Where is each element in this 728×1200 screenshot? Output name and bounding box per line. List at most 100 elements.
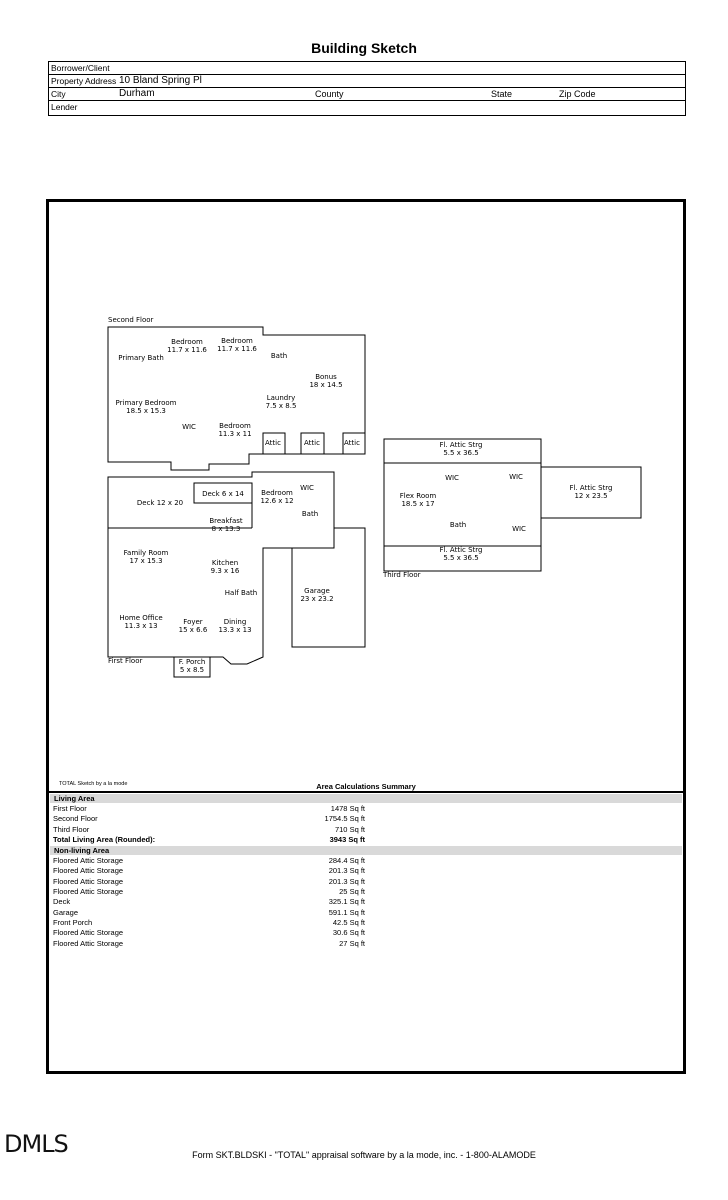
room-dimensions: 18.5 x 15.3 (126, 407, 166, 415)
form-footer: Form SKT.BLDSKI - "TOTAL" appraisal soft… (192, 1150, 536, 1160)
room-name: Attic (265, 439, 281, 447)
area-summary-title: Area Calculations Summary (316, 782, 416, 791)
area-value: 710 Sq ft (334, 824, 365, 834)
second-floor-label: Second Floor (108, 316, 154, 324)
room-name: Breakfast (209, 517, 243, 525)
room-dimensions: 18.5 x 17 (401, 500, 434, 508)
area-label: Garage (53, 907, 79, 917)
room-name: Bedroom (171, 338, 203, 346)
area-value: 1754.5 Sq ft (324, 814, 365, 824)
room-dimensions: 11.3 x 13 (124, 622, 157, 630)
room-name: Home Office (119, 614, 162, 622)
city-row: City Durham County State Zip Code (49, 88, 685, 101)
attic-right-box (540, 466, 642, 519)
room-dimensions: 11.3 x 11 (218, 430, 251, 438)
dmls-logo: DMLS (4, 1130, 69, 1158)
property-header: Borrower/Client Property Address 10 Blan… (48, 61, 686, 116)
nonliving-area-row: Deck 325.1 Sq ft (49, 897, 683, 907)
room-dimensions: 5 x 8.5 (180, 666, 204, 674)
area-label: Front Porch (53, 917, 93, 927)
area-value: 284.4 Sq ft (328, 856, 365, 866)
nonliving-area-row: Floored Attic Storage 284.4 Sq ft (49, 856, 683, 866)
room-name: Garage (304, 587, 330, 595)
area-label: Floored Attic Storage (53, 938, 124, 948)
total-value: 3943 Sq ft (329, 834, 365, 844)
living-area-header: Living Area (50, 794, 682, 803)
room-name: Bath (302, 510, 318, 518)
area-label: Floored Attic Storage (53, 866, 124, 876)
address-row: Property Address 10 Bland Spring Pl (49, 75, 685, 88)
room-name: Bath (450, 521, 466, 529)
room-name: Primary Bath (118, 354, 164, 362)
attic-box-1 (262, 432, 286, 455)
room-dimensions: 12.6 x 12 (260, 497, 293, 505)
room-name: Half Bath (225, 589, 257, 597)
room-name: Bonus (315, 373, 337, 381)
room-dimensions: 23 x 23.2 (300, 595, 333, 603)
room-dimensions: 5.5 x 36.5 (443, 554, 478, 562)
room-name: Flex Room (400, 492, 437, 500)
first-floor-label: First Floor (108, 657, 142, 665)
room-name: Attic (304, 439, 320, 447)
room-name: Deck 12 x 20 (137, 499, 183, 507)
living-area-row: Second Floor 1754.5 Sq ft (49, 814, 683, 824)
room-dimensions: 7.5 x 8.5 (266, 402, 297, 410)
area-label: Floored Attic Storage (53, 928, 124, 938)
room-dimensions: 13.3 x 13 (218, 626, 251, 634)
deck-left (107, 477, 252, 529)
nonliving-area-row: Floored Attic Storage 27 Sq ft (49, 939, 683, 949)
room-name: WIC (509, 473, 523, 481)
area-value: 591.1 Sq ft (328, 907, 365, 917)
room-name: Laundry (267, 394, 296, 402)
area-value: 1478 Sq ft (330, 804, 365, 813)
nonliving-area-header: Non-living Area (50, 846, 682, 856)
room-name: Bedroom (261, 489, 293, 497)
area-label: Second Floor (53, 814, 98, 824)
nonliving-area-row: Floored Attic Storage 30.6 Sq ft (49, 928, 683, 938)
area-label: Floored Attic Storage (53, 887, 124, 897)
area-value: 27 Sq ft (339, 938, 365, 948)
lender-row: Lender (49, 101, 685, 114)
nonliving-area-row: Front Porch 42.5 Sq ft (49, 918, 683, 928)
deck-small (193, 482, 253, 504)
room-name: Bedroom (219, 422, 251, 430)
room-name: Kitchen (212, 559, 238, 567)
area-value: 25 Sq ft (339, 887, 365, 897)
room-name: Deck 6 x 14 (202, 490, 244, 498)
borrower-row: Borrower/Client (49, 62, 685, 75)
room-name: Foyer (183, 618, 203, 626)
borrower-label: Borrower/Client (51, 63, 110, 73)
attic-box-2 (300, 432, 325, 455)
total-living-row: Total Living Area (Rounded): 3943 Sq ft (49, 835, 683, 845)
room-name: Attic (344, 439, 360, 447)
room-name: WIC (182, 423, 196, 431)
area-value: 42.5 Sq ft (332, 917, 365, 927)
garage-outline (291, 527, 366, 648)
room-dimensions: 9.3 x 16 (211, 567, 240, 575)
room-name: Fl. Attic Strg (440, 546, 483, 554)
nonliving-area-row: Floored Attic Storage 25 Sq ft (49, 887, 683, 897)
room-name: Bedroom (221, 337, 253, 345)
porch-box (173, 656, 211, 678)
area-value: 30.6 Sq ft (332, 928, 365, 938)
page-title: Building Sketch (311, 40, 417, 56)
area-label: Deck (53, 897, 71, 907)
room-dimensions: 18 x 14.5 (309, 381, 342, 389)
sketch-credit: TOTAL Sketch by a la mode (59, 781, 128, 787)
room-name: F. Porch (179, 658, 206, 666)
city-label: City (51, 89, 66, 99)
attic-box-3 (342, 432, 366, 455)
state-label: State (491, 89, 513, 99)
address-label: Property Address (51, 76, 117, 86)
room-name: Fl. Attic Strg (440, 441, 483, 449)
room-name: Family Room (124, 549, 169, 557)
room-name: Fl. Attic Strg (570, 484, 613, 492)
area-value: 325.1 Sq ft (328, 897, 365, 907)
area-label: Floored Attic Storage (53, 856, 124, 866)
